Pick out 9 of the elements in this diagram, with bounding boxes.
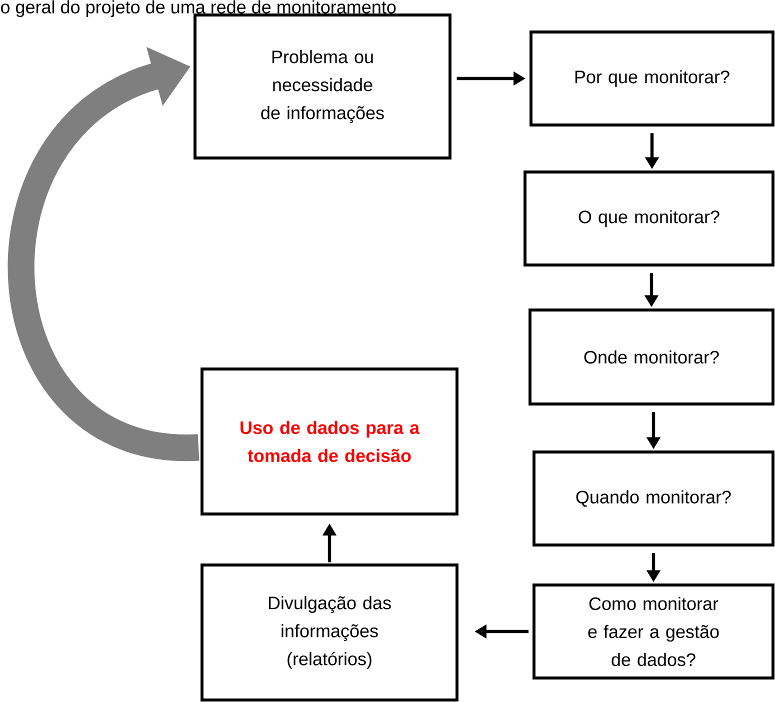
process-box: Por que monitorar? <box>530 30 774 126</box>
curved-arrow <box>8 46 200 461</box>
process-box: Como monitorar e fazer a gestão de dados? <box>532 584 774 680</box>
process-box: O que monitorar? <box>524 170 774 266</box>
process-box: Onde monitorar? <box>528 308 774 406</box>
process-box: Divulgação das informações (relatórios) <box>200 564 458 702</box>
process-box: Uso de dados para a tomada de decisão <box>200 368 458 516</box>
process-box: Problema ou necessidade de informações <box>194 14 452 160</box>
process-box: Quando monitorar? <box>532 450 774 546</box>
